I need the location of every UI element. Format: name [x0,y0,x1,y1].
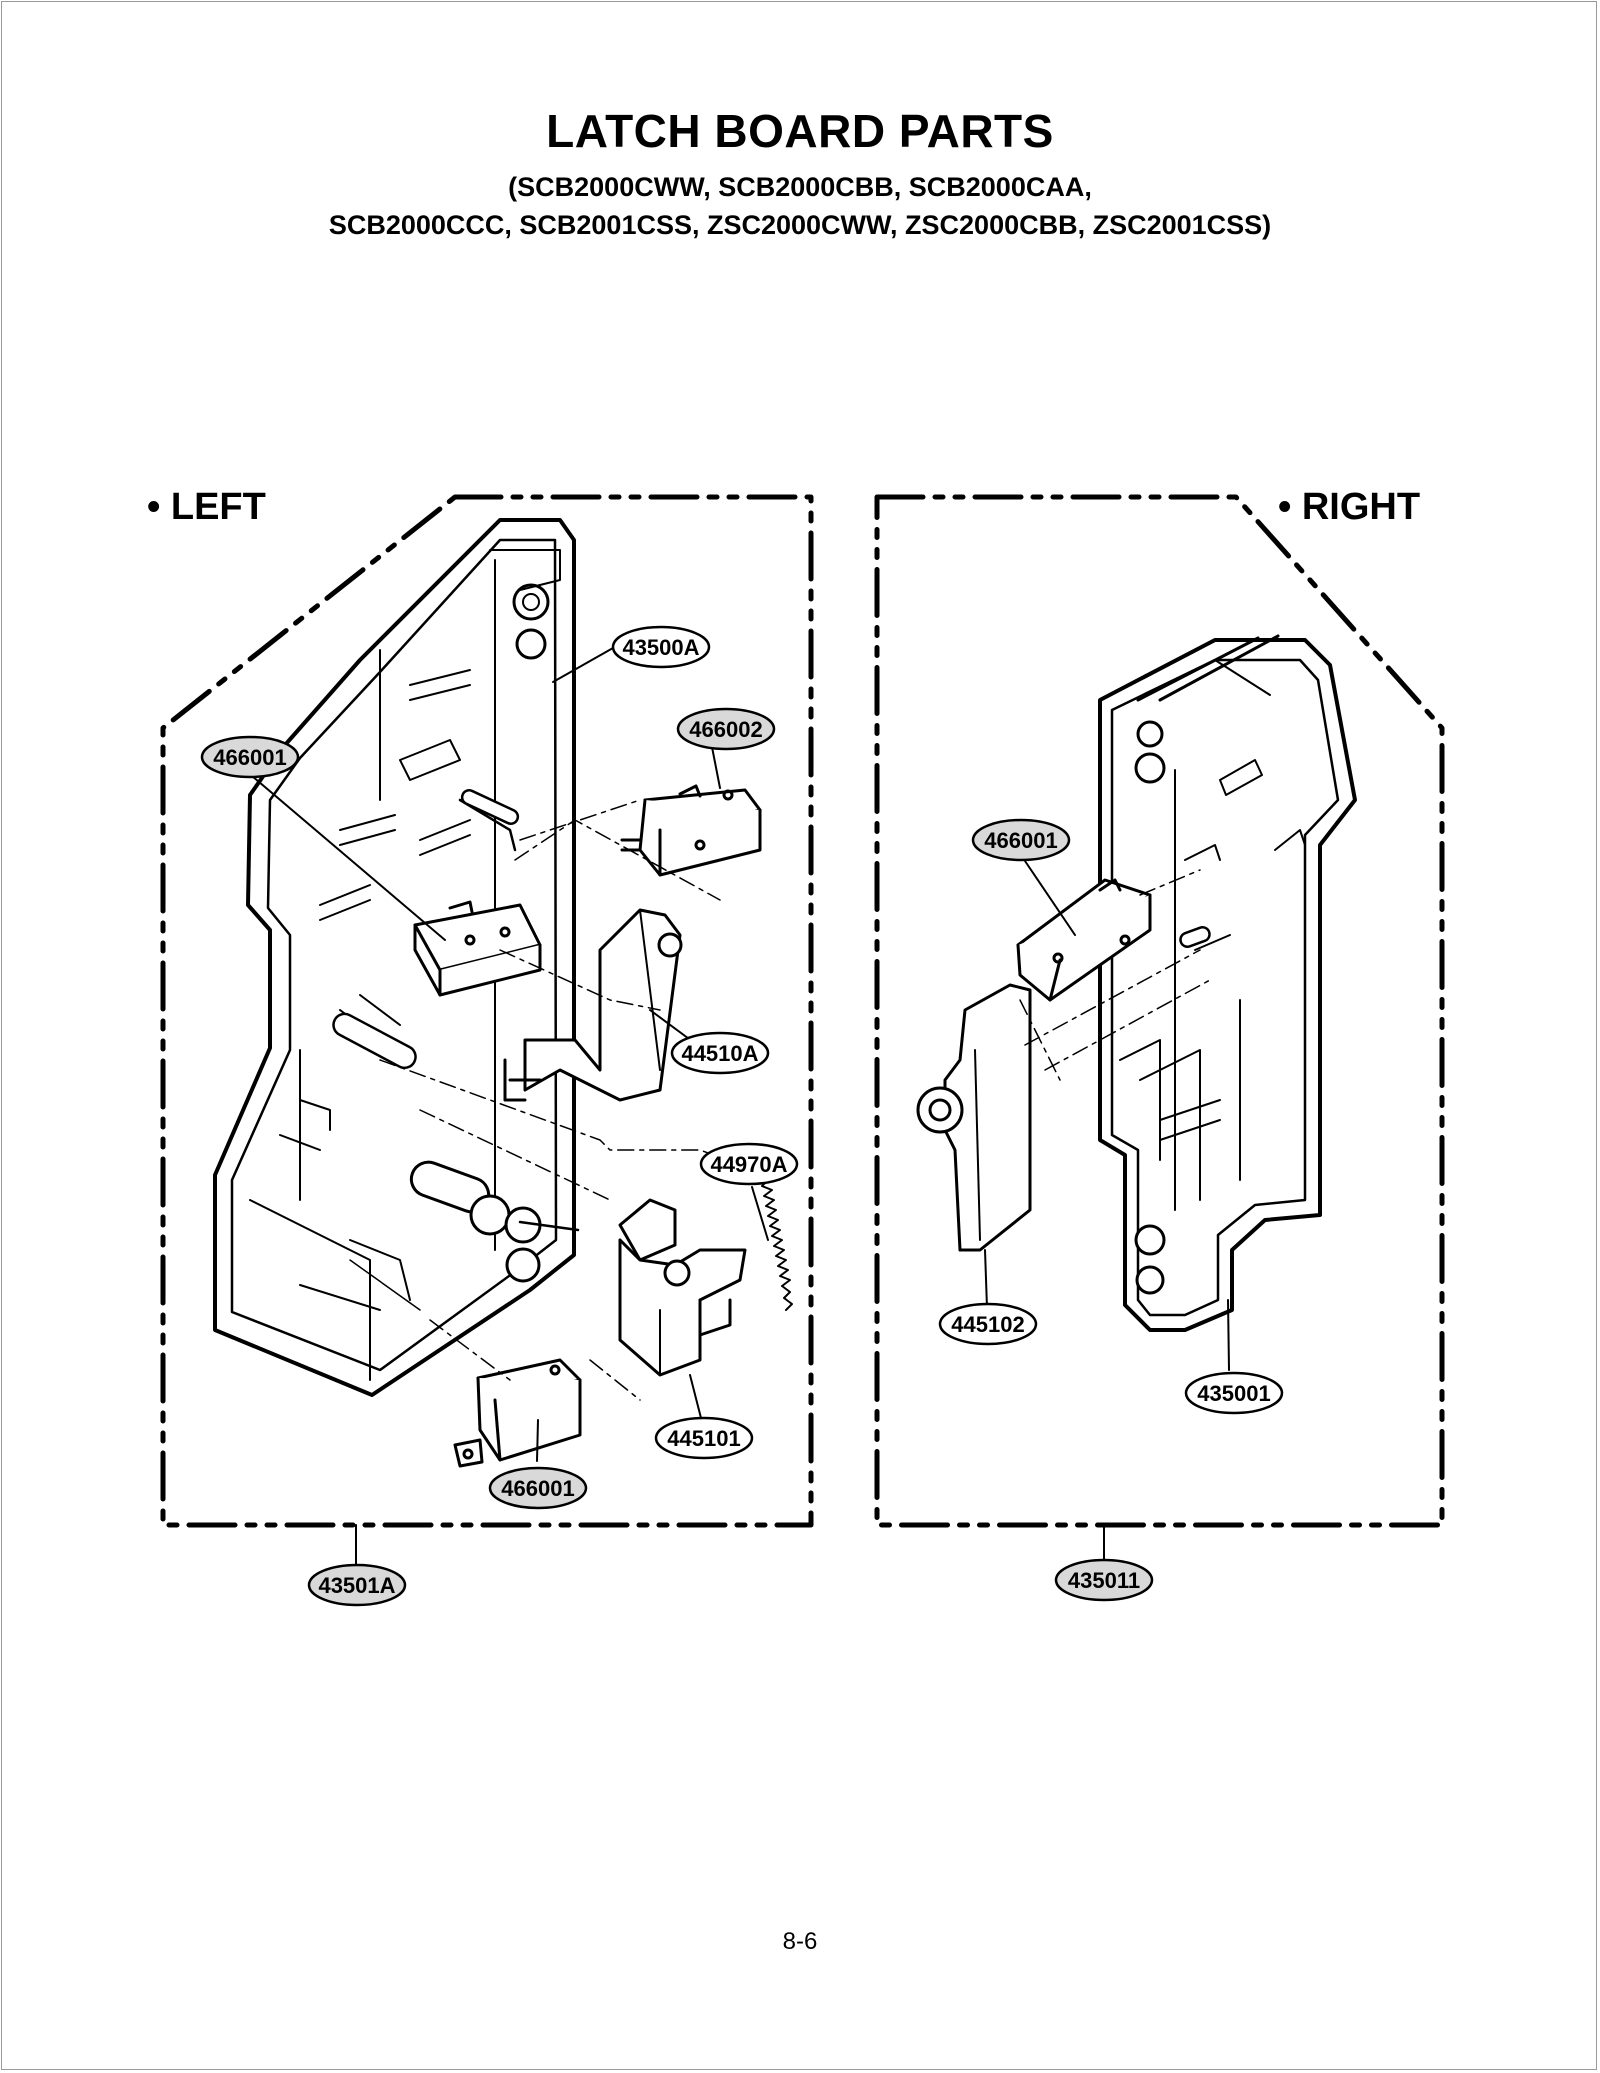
callout-466002-label: 466002 [689,717,762,742]
left-assembly-boundary [160,494,814,1528]
right-assembly-boundary [874,494,1445,1528]
model-list-line-2: SCB2000CCC, SCB2001CSS, ZSC2000CWW, ZSC2… [328,210,1272,240]
right-latch-445102 [916,983,1032,1252]
callout-466001-left-bottom-label: 466001 [501,1476,574,1501]
right-alignment-lines [1019,869,1211,1081]
callout-466001-right-label: 466001 [984,828,1057,853]
left-microswitch-466001-top [413,900,542,997]
callout-445101: 445101 [654,1416,754,1460]
callout-44970A-label: 44970A [710,1152,787,1177]
page-title: LATCH BOARD PARTS [546,105,1054,157]
left-board-guide [518,1220,580,1232]
callout-466001-left-top: 466001 [200,735,300,779]
callout-466002: 466002 [676,707,776,751]
left-latch-445101 [618,1198,747,1377]
callout-43501A: 43501A [307,1563,407,1607]
right-section-label: • RIGHT [1278,486,1421,528]
callout-466001-left-bottom: 466001 [488,1466,588,1510]
callout-43501A-label: 43501A [318,1573,395,1598]
callout-435001: 435001 [1184,1371,1284,1415]
left-spring-44970A [759,1174,793,1311]
left-microswitch-466002 [620,784,762,877]
callout-435001-label: 435001 [1197,1381,1270,1406]
right-microswitch-466001 [1016,878,1152,1002]
callout-435011-label: 435011 [1068,1568,1140,1593]
callout-44510A: 44510A [670,1031,770,1075]
callout-44970A: 44970A [699,1142,799,1186]
callout-435011: 435011 [1054,1558,1154,1602]
callout-466001-right: 466001 [971,818,1071,862]
callout-445102-label: 445102 [951,1312,1024,1337]
left-latch-lever-44510A [503,908,683,1102]
callout-43500A: 43500A [611,625,711,669]
callout-44510A-label: 44510A [681,1041,758,1066]
callout-466001-left-top-label: 466001 [213,745,286,770]
callout-445101-label: 445101 [667,1426,740,1451]
right-latch-board [1098,634,1357,1332]
left-latch-board [213,518,576,1397]
callout-43500A-label: 43500A [622,635,699,660]
callout-445102: 445102 [938,1302,1038,1346]
model-list-line-1: (SCB2000CWW, SCB2000CBB, SCB2000CAA, [508,172,1092,202]
page-number: 8-6 [782,1928,818,1955]
left-microswitch-466001-bottom [453,1358,582,1468]
left-section-label: • LEFT [147,486,266,528]
